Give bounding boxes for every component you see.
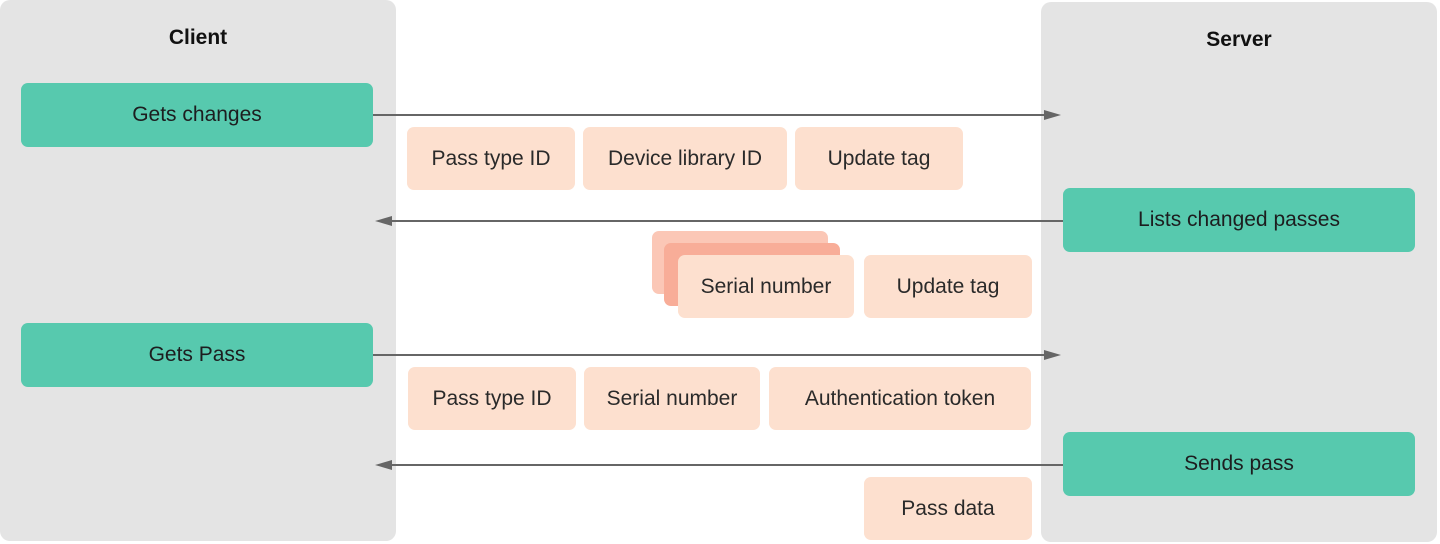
param-serial-number-get: Serial number xyxy=(584,367,760,430)
param-device-library-id: Device library ID xyxy=(583,127,787,190)
param-authentication-token: Authentication token xyxy=(769,367,1031,430)
arrowhead-sends-pass xyxy=(375,460,392,470)
param-pass-type-id-get: Pass type ID xyxy=(408,367,576,430)
gets-pass-box: Gets Pass xyxy=(21,323,373,387)
arrowhead-gets-pass xyxy=(1044,350,1061,360)
client-lane-title: Client xyxy=(168,26,228,49)
gets-changes-box: Gets changes xyxy=(21,83,373,147)
param-pass-type-id: Pass type ID xyxy=(407,127,575,190)
server-lane-title: Server xyxy=(1206,28,1272,51)
arrowhead-gets-changes xyxy=(1044,110,1061,120)
arrowhead-lists-changed-passes xyxy=(375,216,392,226)
param-pass-data: Pass data xyxy=(864,477,1032,540)
param-update-tag-list: Update tag xyxy=(864,255,1032,318)
param-serial-number-list: Serial number xyxy=(678,255,854,318)
param-update-tag: Update tag xyxy=(795,127,963,190)
sends-pass-box: Sends pass xyxy=(1063,432,1415,496)
lists-changed-passes-box: Lists changed passes xyxy=(1063,188,1415,252)
